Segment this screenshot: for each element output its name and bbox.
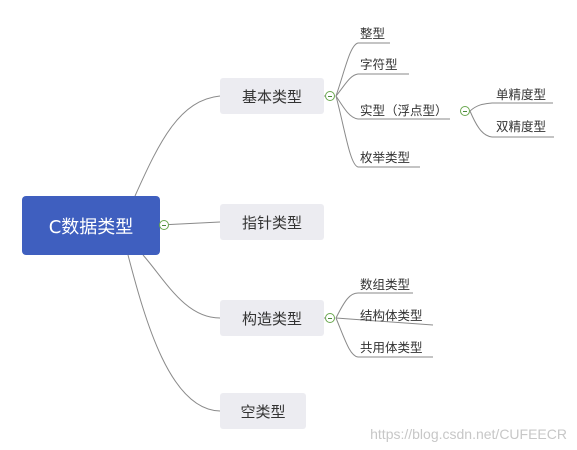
collapse-toggle-constructed[interactable] (325, 313, 335, 323)
branch-void-label: 空类型 (240, 402, 286, 421)
branch-pointer-label: 指针类型 (241, 213, 302, 232)
root-label: C数据类型 (48, 216, 134, 238)
collapse-toggle-basic[interactable] (325, 91, 335, 101)
watermark-text: https://blog.csdn.net/CUFEECR (370, 426, 567, 442)
collapse-toggle-real[interactable] (460, 106, 470, 116)
collapse-toggle-root[interactable] (159, 220, 169, 230)
leaf-real[interactable]: 实型（浮点型） (360, 103, 448, 118)
leaf-single-precision[interactable]: 单精度型 (496, 87, 547, 102)
leaf-union[interactable]: 共用体类型 (360, 340, 423, 355)
leaf-enum[interactable]: 枚举类型 (360, 150, 411, 165)
leaf-struct[interactable]: 结构体类型 (360, 308, 423, 323)
leaf-char[interactable]: 字符型 (360, 57, 398, 72)
branch-void-type[interactable]: 空类型 (220, 393, 306, 429)
leaf-double-precision[interactable]: 双精度型 (496, 119, 547, 134)
branch-constructed-label: 构造类型 (241, 309, 302, 328)
branch-basic-label: 基本类型 (241, 87, 302, 106)
branch-basic-types[interactable]: 基本类型 (220, 78, 324, 114)
leaf-integer[interactable]: 整型 (360, 26, 386, 41)
root-node[interactable]: C数据类型 (22, 196, 160, 255)
leaf-array[interactable]: 数组类型 (360, 277, 411, 292)
branch-pointer-type[interactable]: 指针类型 (220, 204, 324, 240)
branch-constructed-types[interactable]: 构造类型 (220, 300, 324, 336)
